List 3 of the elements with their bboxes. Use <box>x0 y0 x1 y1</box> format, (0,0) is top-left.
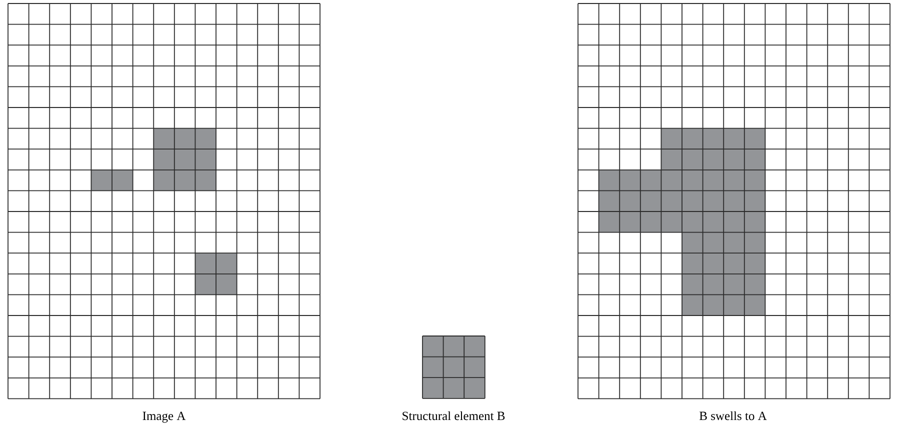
caption: Structural element B <box>402 411 505 420</box>
caption: Image A <box>142 412 186 423</box>
caption: B swells to A <box>700 411 767 420</box>
